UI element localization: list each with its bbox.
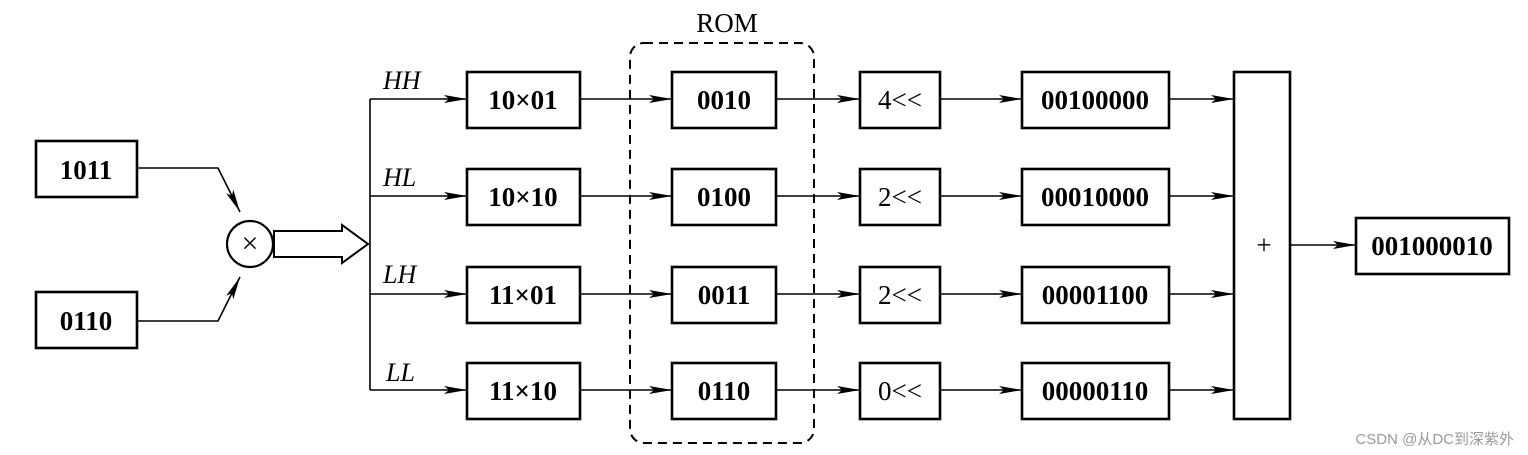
rom-value-box xyxy=(670,70,778,130)
shift-box xyxy=(858,361,942,421)
shifted-box xyxy=(1020,167,1171,227)
product-box xyxy=(465,361,582,421)
rom-value: 0011 xyxy=(698,280,751,310)
input-a-value: 1011 xyxy=(60,155,113,185)
input-b-block: 0110 xyxy=(34,290,139,350)
shifted-value: 00000110 xyxy=(1042,376,1149,406)
multiplier-node: × xyxy=(225,219,275,269)
input-b-value: 0110 xyxy=(60,306,113,336)
product-label: 10×10 xyxy=(488,182,557,212)
input-a-block: 1011 xyxy=(34,139,139,199)
shift-box xyxy=(858,167,942,227)
row-ll: LL 11×10 0110 0<< 00000110 xyxy=(370,358,1234,421)
shifted-box xyxy=(1020,265,1171,325)
input-b-wire xyxy=(137,276,241,322)
row-lh: LH 11×01 0011 2<< 00001100 xyxy=(370,260,1234,325)
multiply-symbol: × xyxy=(242,227,259,260)
result-value: 001000010 xyxy=(1371,231,1493,261)
product-label: 11×01 xyxy=(489,280,557,310)
shifted-box xyxy=(1020,70,1171,130)
branch-label: LH xyxy=(382,260,417,289)
shifted-box xyxy=(1020,361,1171,421)
rom-value-box xyxy=(670,361,778,421)
shift-label: 0<< xyxy=(878,376,922,406)
shift-label: 4<< xyxy=(878,85,922,115)
row-hl: HL 10×10 0100 2<< 00010000 xyxy=(370,163,1234,227)
adder-symbol: + xyxy=(1256,230,1271,260)
shift-box xyxy=(858,70,942,130)
shift-box xyxy=(858,265,942,325)
result-block: 001000010 xyxy=(1354,216,1511,276)
product-box xyxy=(465,265,582,325)
input-a-wire xyxy=(137,167,241,213)
shift-label: 2<< xyxy=(878,280,922,310)
product-box xyxy=(465,167,582,227)
rom-value: 0100 xyxy=(697,182,751,212)
rom-boundary xyxy=(629,42,815,444)
product-box xyxy=(465,70,582,130)
shifted-value: 00001100 xyxy=(1042,280,1149,310)
product-label: 10×01 xyxy=(488,85,557,115)
row-hh: HH 10×01 0010 4<< 00100000 xyxy=(370,66,1234,130)
rom-value: 0110 xyxy=(698,376,751,406)
branch-label: LL xyxy=(385,358,415,387)
rom-label: ROM xyxy=(696,8,758,38)
rom-value: 0010 xyxy=(697,85,751,115)
shifted-value: 00010000 xyxy=(1041,182,1149,212)
shifted-value: 00100000 xyxy=(1041,85,1149,115)
rom-value-box xyxy=(670,265,778,325)
rom-value-box xyxy=(670,167,778,227)
watermark-text: CSDN @从DC到深紫外 xyxy=(1355,431,1514,448)
product-label: 11×10 xyxy=(489,376,557,406)
branch-label: HL xyxy=(382,163,416,192)
hollow-arrow xyxy=(273,223,370,265)
branch-label: HH xyxy=(382,66,422,95)
adder-block: + xyxy=(1232,70,1292,421)
shift-label: 2<< xyxy=(878,182,922,212)
